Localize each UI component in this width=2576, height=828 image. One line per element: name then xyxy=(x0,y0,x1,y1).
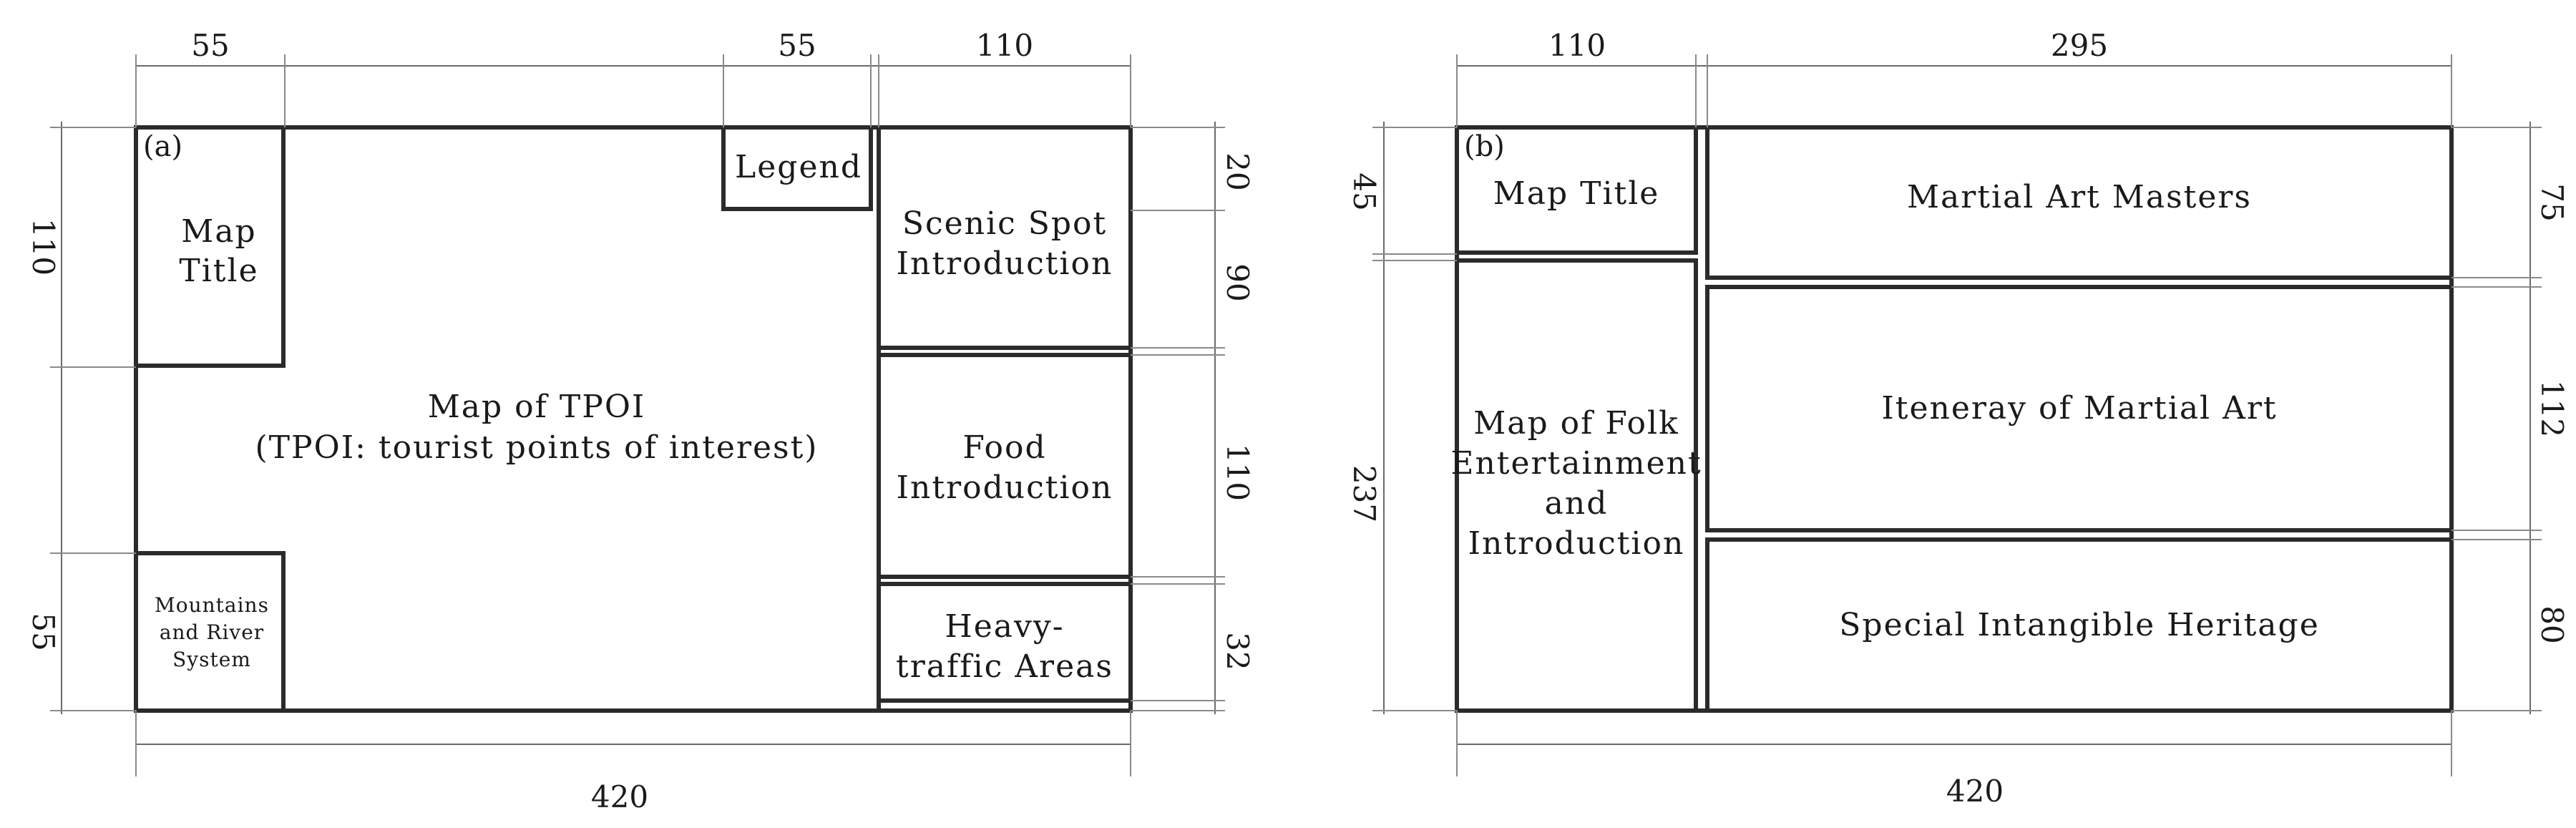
panel-b-folk-box xyxy=(1455,258,1698,713)
panel-b-dim-right-1: 75 xyxy=(2534,183,2570,221)
panel-b-dim-top-2: 295 xyxy=(2051,28,2108,63)
panel-a-dim-top-2: 55 xyxy=(778,28,816,63)
panel-a-dim-left-1: 110 xyxy=(26,218,61,276)
panel-b-itinerary-box xyxy=(1705,285,2454,532)
panel-a-food-box xyxy=(877,353,1133,579)
panel-a-main-map-line-1: Map of TPOI xyxy=(428,389,646,425)
panel-a-dim-bottom: 420 xyxy=(591,779,648,814)
panel-b-folk-line-3: and xyxy=(1545,485,1609,522)
panel-a-mountains-line-3: System xyxy=(172,648,251,671)
panel-a-food-line-2: Introduction xyxy=(897,469,1113,506)
panel-b-dim-right-2: 112 xyxy=(2534,380,2570,437)
panel-b-masters-label: Martial Art Masters xyxy=(1907,179,2252,215)
panel-b-folk-line-2: Entertainment xyxy=(1450,445,1702,482)
panel-b-itinerary-label: Iteneray of Martial Art xyxy=(1881,390,2277,427)
panel-a-scenic-line-2: Introduction xyxy=(897,245,1113,282)
panel-a-dim-right-3: 110 xyxy=(1220,444,1255,501)
panel-a-dim-top-3: 110 xyxy=(976,28,1033,63)
panel-a-scenic-line-1: Scenic Spot xyxy=(902,205,1107,242)
panel-a-legend-box xyxy=(721,125,873,211)
panel-b-folk-line-1: Map of Folk xyxy=(1473,405,1679,442)
panel-a-food-line-1: Food xyxy=(962,429,1046,466)
panel-a-dim-left-2: 55 xyxy=(26,613,61,651)
panel-b-tag: (b) xyxy=(1464,130,1505,163)
panel-a-mountains-box xyxy=(134,551,286,713)
panel-b-dim-top-1: 110 xyxy=(1548,28,1606,63)
panel-a-tag: (a) xyxy=(143,130,182,163)
panel-a-mountains-line-2: and River xyxy=(160,620,264,644)
panel-a: 55 55 110 420 110 55 20 90 110 32 (a) Ma… xyxy=(26,28,1255,814)
panel-b-folk-line-4: Introduction xyxy=(1468,525,1685,562)
panel-a-traffic-line-2: traffic Areas xyxy=(896,648,1113,685)
panel-b-heritage-box xyxy=(1705,537,2454,713)
panel-b-heritage-label: Special Intangible Heritage xyxy=(1839,607,2319,643)
panel-b: 110 295 420 45 237 75 112 80 (b) Map Tit… xyxy=(1347,28,2570,809)
panel-a-map-title-line-2: Title xyxy=(179,253,258,289)
panel-a-dim-right-1: 20 xyxy=(1220,152,1255,190)
panel-b-masters-box xyxy=(1705,125,2454,280)
panel-a-legend-label: Legend xyxy=(735,149,862,185)
panel-b-dim-right-3: 80 xyxy=(2534,605,2570,643)
panel-a-dim-right-4: 32 xyxy=(1220,632,1255,670)
panel-a-main-map-line-2: (TPOI: tourist points of interest) xyxy=(255,429,819,466)
panel-a-map-title-box xyxy=(134,125,286,368)
panel-b-dim-left-2: 237 xyxy=(1347,465,1382,522)
panel-a-traffic-line-1: Heavy- xyxy=(945,608,1064,645)
panel-a-mountains-line-1: Mountains xyxy=(155,593,269,617)
panel-a-dim-right-2: 90 xyxy=(1220,263,1255,301)
panel-a-map-title-line-1: Map xyxy=(181,213,256,250)
panel-b-dim-left-1: 45 xyxy=(1347,172,1382,210)
panel-b-map-title: Map Title xyxy=(1493,175,1660,212)
panel-b-map-title-box xyxy=(1455,125,1698,255)
panel-b-dim-bottom: 420 xyxy=(1946,774,2004,809)
panel-a-dim-top-1: 55 xyxy=(191,28,229,63)
